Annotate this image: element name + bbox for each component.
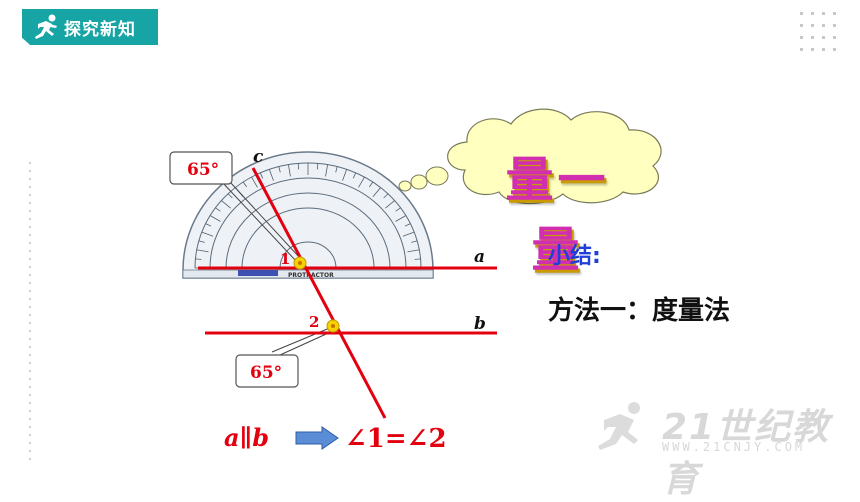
angle-1-label: 1 [280, 250, 290, 268]
angle-2-label: 2 [309, 313, 319, 331]
line-c-label: c [253, 147, 264, 167]
watermark-runner-icon [598, 402, 640, 450]
thought-bubble-title: 量一量 [505, 152, 610, 278]
watermark-url: WWW.21CNJY.COM [662, 440, 806, 454]
conclusion-parallel: a∥b [224, 423, 269, 452]
watermark: 21世纪教育 WWW.21CNJY.COM [590, 398, 850, 500]
line-c [251, 167, 387, 419]
method-text: 方法一：度量法 [548, 296, 731, 326]
section-header-tab: 探究新知 [22, 9, 158, 45]
runner-icon [35, 14, 57, 39]
conclusion-equal-angles: ∠1=∠2 [345, 424, 447, 454]
summary-label: 小结: [548, 244, 601, 269]
thought-bubble [398, 108, 662, 205]
dot-grid-decoration [800, 12, 836, 51]
angle-2-callout-box [235, 354, 299, 388]
angle-1-callout: 65° [187, 160, 219, 180]
implies-arrow-icon [295, 426, 339, 450]
line-a-label: a [474, 247, 485, 267]
angle-1-callout-box [169, 151, 233, 185]
left-dotted-rail [29, 162, 31, 462]
parallel-lines-diagram: PROTRACTOR c a b 1 2 65° 65° a∥b ∠1=∠2 [169, 147, 497, 454]
section-title: 探究新知 [64, 19, 136, 40]
line-b-label: b [474, 314, 486, 334]
angle-2-callout: 65° [250, 363, 282, 383]
